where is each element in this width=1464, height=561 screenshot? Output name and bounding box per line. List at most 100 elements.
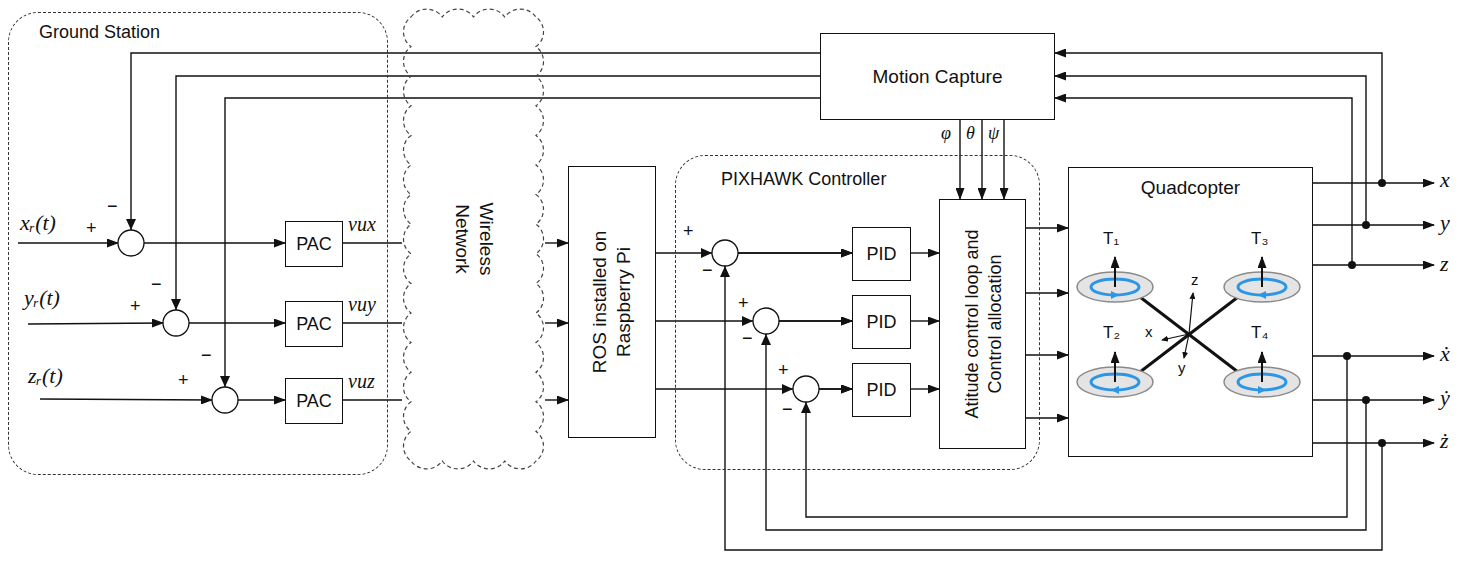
axis-line bbox=[1189, 293, 1193, 334]
input-lines bbox=[18, 183, 1434, 443]
body-axes bbox=[1162, 293, 1193, 358]
signal-arrow bbox=[545, 242, 568, 243]
rotor bbox=[1224, 257, 1300, 302]
controller-box: PAC bbox=[285, 378, 343, 424]
rotor bbox=[1077, 352, 1153, 397]
signal-label: vuy bbox=[347, 294, 377, 314]
signal-arrow bbox=[806, 356, 1347, 517]
controller-box: PID bbox=[852, 227, 911, 281]
arrow-head bbox=[782, 384, 793, 394]
axis-label: y bbox=[1178, 360, 1186, 375]
node-label: Atitude control loop and Control allocat… bbox=[960, 206, 1005, 442]
math-label: ż bbox=[1440, 430, 1449, 452]
sign-label: − bbox=[742, 329, 753, 347]
summing-junction bbox=[712, 240, 738, 266]
summing-junction bbox=[793, 376, 819, 402]
branch-dot bbox=[1378, 439, 1386, 447]
quadcopter-illustration bbox=[1077, 257, 1300, 397]
signal-label: ψ bbox=[987, 124, 1000, 142]
branch-dot bbox=[1378, 179, 1386, 187]
signal-arrow bbox=[911, 252, 939, 253]
thrust-arrow bbox=[1261, 352, 1263, 382]
thrust-label: T₃ bbox=[1251, 230, 1268, 247]
sign-label: + bbox=[86, 219, 97, 237]
summing-junction bbox=[212, 387, 238, 413]
axis-line bbox=[1162, 334, 1189, 340]
branch-dots bbox=[1343, 179, 1386, 447]
signal-arrow bbox=[959, 120, 960, 199]
process-box: Motion Capture bbox=[820, 33, 1055, 120]
signal-arrow bbox=[1026, 417, 1068, 418]
axis-label: x bbox=[1145, 324, 1153, 339]
arrow-head bbox=[171, 299, 181, 310]
plant-box: Quadcopter bbox=[1068, 167, 1313, 457]
process-box: Atitude control loop and Control allocat… bbox=[939, 199, 1026, 449]
region-heading: Quadcopter bbox=[1069, 176, 1312, 200]
node-label: PAC bbox=[296, 233, 332, 256]
axis-line bbox=[1184, 334, 1189, 358]
branch-dot bbox=[1348, 261, 1356, 269]
branch-dot bbox=[1362, 396, 1370, 404]
spin-arrow bbox=[1111, 386, 1119, 394]
frame-arm bbox=[1140, 297, 1238, 372]
controller-box: PAC bbox=[285, 301, 343, 347]
thrust-label: T₄ bbox=[1251, 324, 1268, 341]
signal-arrow bbox=[1026, 354, 1068, 355]
region-heading: Ground Station bbox=[39, 21, 160, 44]
signal-arrow bbox=[343, 399, 402, 400]
sign-label: + bbox=[683, 222, 694, 240]
node-label: PID bbox=[866, 311, 896, 334]
signal-arrow bbox=[1026, 227, 1068, 228]
signal-label: vuz bbox=[347, 371, 376, 391]
sign-label: − bbox=[782, 400, 793, 418]
signal-arrow bbox=[545, 322, 568, 323]
axis-label: z bbox=[1191, 272, 1199, 287]
signal-arrow bbox=[343, 242, 402, 243]
signal-arrow bbox=[176, 76, 820, 323]
output-line bbox=[1366, 399, 1434, 400]
thrust-arrow bbox=[1114, 352, 1116, 382]
math-label: xᵣ(t) bbox=[20, 212, 56, 234]
spin-arrow bbox=[1111, 291, 1119, 299]
node-label: PAC bbox=[296, 313, 332, 336]
sign-label: + bbox=[178, 371, 189, 389]
math-label: x bbox=[1440, 169, 1450, 191]
branch-dot bbox=[1343, 352, 1351, 360]
output-line bbox=[1347, 355, 1434, 356]
sign-label: + bbox=[738, 294, 749, 312]
region-boundary: PIXHAWK ControllerPIDPIDPIDAtitude contr… bbox=[675, 155, 1040, 470]
controller-box: PID bbox=[852, 363, 911, 417]
region-boundary: Ground StationPAC PAC PAC bbox=[8, 12, 388, 475]
node-label: ROS installed on Raspberry Pi bbox=[588, 212, 636, 392]
output-line bbox=[1366, 224, 1434, 225]
sign-label: + bbox=[130, 297, 141, 315]
thrust-label: T₂ bbox=[1103, 324, 1120, 341]
sign-label: − bbox=[702, 261, 713, 279]
sign-label: + bbox=[778, 361, 789, 379]
sign-label: − bbox=[201, 346, 212, 364]
node-label: PID bbox=[866, 243, 896, 266]
arrow-head bbox=[126, 219, 136, 230]
sign-label: − bbox=[151, 275, 162, 293]
spin-arrow bbox=[1258, 386, 1266, 394]
signal-arrow bbox=[545, 399, 568, 400]
rotor bbox=[1077, 257, 1153, 302]
frame-arm bbox=[1140, 297, 1238, 372]
signal-arrow bbox=[343, 322, 402, 323]
arrow-head bbox=[761, 334, 771, 345]
processor-box: ROS installed on Raspberry Pi bbox=[568, 166, 656, 438]
node-label: Wireless Network bbox=[450, 189, 498, 289]
signal-label: θ bbox=[965, 124, 976, 142]
arrow-head bbox=[720, 266, 730, 277]
summing-junction bbox=[163, 310, 189, 336]
cloud-path bbox=[403, 9, 543, 469]
node-label: PID bbox=[866, 379, 896, 402]
summing-junction bbox=[753, 308, 779, 334]
thrust-arrow bbox=[1114, 257, 1116, 287]
signal-arrow bbox=[911, 320, 939, 321]
signal-arrow bbox=[725, 253, 1382, 550]
